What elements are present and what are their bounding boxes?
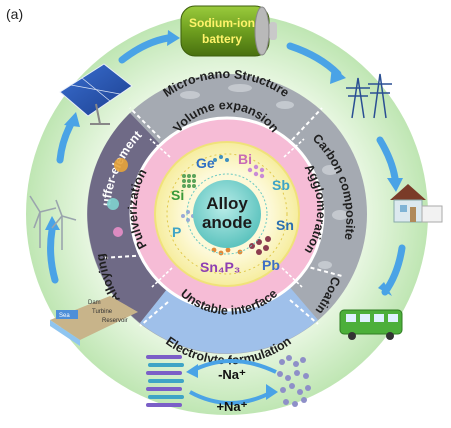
sodiation-arrow bbox=[189, 390, 273, 405]
wind-turbine-icon bbox=[29, 195, 77, 250]
dam-label-sea: Sea bbox=[59, 313, 70, 319]
element-si: Si bbox=[171, 187, 184, 203]
element-ge: Ge bbox=[196, 155, 215, 171]
house-icon bbox=[390, 184, 443, 223]
buffer-element-spheres bbox=[107, 158, 128, 237]
battery-label-line1: Sodium-ion bbox=[189, 16, 255, 30]
dam-label-dam: Dam bbox=[88, 300, 101, 306]
desodiation-arrow bbox=[189, 359, 277, 374]
sodiation-arrowhead bbox=[266, 384, 278, 400]
desodiation-arrowhead bbox=[186, 364, 198, 378]
dam-label-turbine: Turbine bbox=[92, 309, 113, 315]
center-label-line2: anode bbox=[202, 213, 252, 232]
sodiation-cycle: -Na⁺ +Na⁺ bbox=[146, 355, 311, 414]
battery-terminal bbox=[269, 22, 277, 40]
solar-panel-icon bbox=[59, 63, 133, 125]
atom-clusters bbox=[181, 155, 271, 256]
sodiation-label: +Na⁺ bbox=[216, 399, 247, 414]
power-tower-icon bbox=[346, 73, 392, 119]
element-bi: Bi bbox=[238, 151, 252, 167]
element-sn4p3: Sn₄P₃ bbox=[200, 259, 240, 275]
element-disk-dashed bbox=[166, 153, 288, 275]
element-labels: Ge Bi Sb Sn Pb Sn₄P₃ P Si bbox=[171, 151, 294, 275]
hydro-dam-icon: Sea Dam Turbine Reservoir bbox=[50, 296, 138, 346]
element-p: P bbox=[172, 224, 181, 240]
element-sn: Sn bbox=[276, 217, 294, 233]
texture-marks bbox=[180, 84, 348, 269]
battery-cap bbox=[254, 6, 270, 56]
panel-label: (a) bbox=[6, 6, 24, 22]
pink-ring-dividers bbox=[149, 138, 305, 288]
desodiation-label: -Na⁺ bbox=[218, 367, 246, 382]
alloy-anode-core-outline bbox=[186, 173, 268, 255]
element-sb: Sb bbox=[272, 177, 290, 193]
battery: Sodium-ion battery bbox=[180, 5, 277, 57]
crystal-right bbox=[277, 355, 311, 407]
battery-label-line2: battery bbox=[202, 32, 242, 46]
center-label-line1: Alloy bbox=[206, 194, 248, 213]
flow-arrowheads bbox=[45, 30, 403, 296]
dam-label-reservoir: Reservoir bbox=[102, 318, 128, 324]
element-pb: Pb bbox=[262, 257, 280, 273]
crystal-left bbox=[146, 355, 184, 407]
alloy-anode-core bbox=[193, 180, 261, 248]
bus-icon bbox=[339, 309, 403, 340]
